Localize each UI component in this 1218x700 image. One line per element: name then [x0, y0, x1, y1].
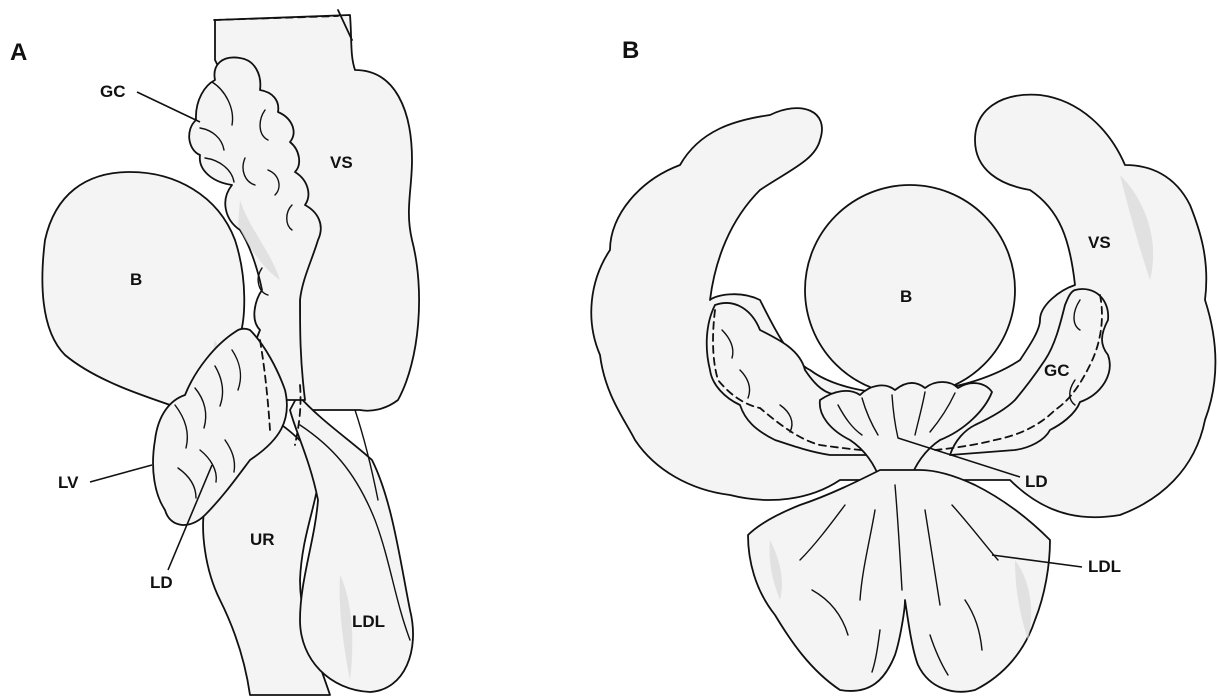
panel-a-leader-gc — [137, 92, 200, 122]
panel-a-leader-lv — [90, 465, 152, 482]
panel-a: A GC — [10, 10, 419, 695]
panel-a-label-vs: VS — [330, 153, 353, 172]
panel-a-letter: A — [10, 39, 27, 66]
panel-a-label-b: B — [130, 270, 142, 289]
panel-a-label-ld: LD — [150, 573, 173, 592]
panel-a-label-lv: LV — [58, 473, 79, 492]
panel-b-label-b: B — [900, 287, 912, 306]
panel-a-label-ldl: LDL — [352, 612, 385, 631]
panel-b-label-ld: LD — [1025, 472, 1048, 491]
panel-b-letter: B — [622, 37, 639, 64]
panel-a-label-ur: UR — [250, 530, 275, 549]
panel-a-label-gc: GC — [100, 82, 126, 101]
panel-b: B B — [591, 37, 1215, 692]
panel-b-label-ldl: LDL — [1088, 557, 1121, 576]
panel-b-label-vs: VS — [1088, 233, 1111, 252]
panel-b-ldl — [748, 470, 1050, 692]
panel-b-label-gc: GC — [1044, 361, 1070, 380]
